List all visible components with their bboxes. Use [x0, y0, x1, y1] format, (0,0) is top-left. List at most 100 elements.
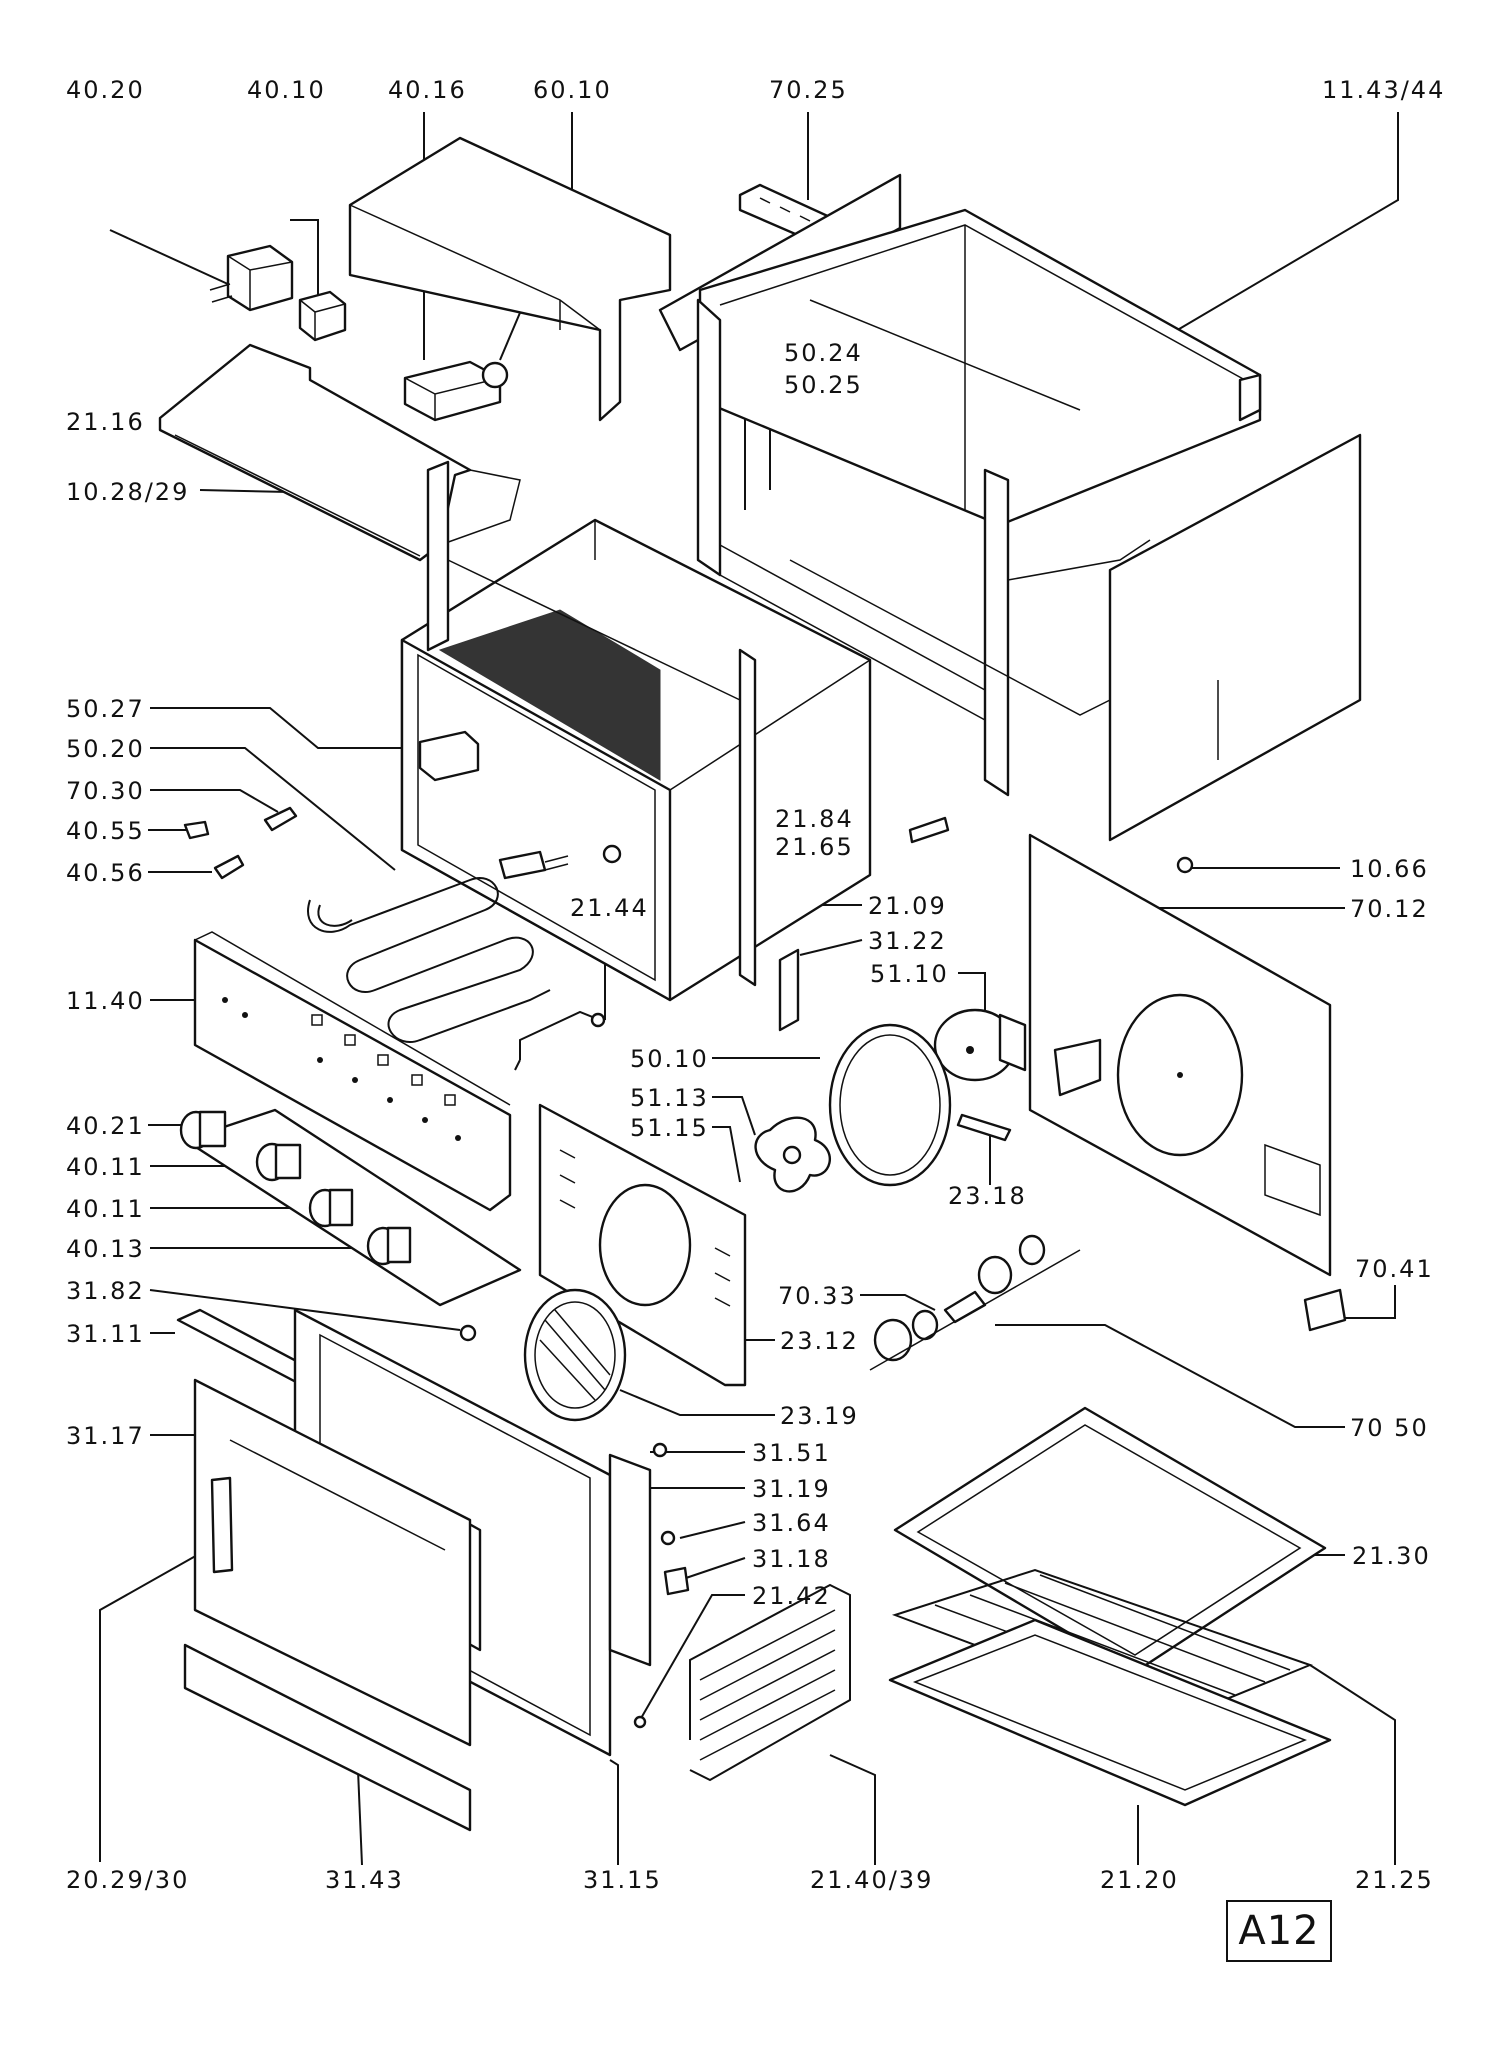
leader-31-82	[149, 1289, 461, 1331]
control-cover	[348, 136, 672, 422]
leader-31-15	[609, 1759, 619, 1865]
small-connectors	[183, 806, 298, 880]
leader-31-64	[679, 1521, 746, 1539]
leader-51-13	[712, 1096, 756, 1136]
leader-51-10	[958, 972, 986, 1015]
label-31-64: 31.64	[752, 1509, 831, 1537]
leader-21-25	[1309, 1664, 1396, 1865]
label-21-84: 21.84	[775, 805, 854, 833]
label-70-50: 70 50	[1350, 1414, 1429, 1442]
leader-21-40	[829, 1754, 876, 1865]
label-40-11-a: 40.11	[66, 1153, 145, 1181]
leader-70-30	[150, 789, 279, 813]
label-20-29-30: 20.29/30	[66, 1866, 190, 1894]
label-31-43: 31.43	[325, 1866, 404, 1894]
hinge-bracket-31-22	[778, 948, 800, 1032]
leader-lines	[99, 112, 1399, 1866]
rear-panel-70-12	[1028, 833, 1332, 1277]
label-21-42: 21.42	[752, 1582, 831, 1610]
parts	[158, 136, 1362, 1832]
side-panel-right	[1108, 433, 1362, 842]
label-31-18: 31.18	[752, 1545, 831, 1573]
label-21-30: 21.30	[1352, 1542, 1431, 1570]
label-40-11-b: 40.11	[66, 1195, 145, 1223]
control-plate-21-16	[158, 343, 521, 562]
label-40-20: 40.20	[66, 76, 145, 104]
label-50-27: 50.27	[66, 695, 145, 723]
label-23-12: 23.12	[780, 1327, 859, 1355]
label-51-13: 51.13	[630, 1084, 709, 1112]
knobs-40-11	[179, 1108, 522, 1307]
part-31-82	[459, 1324, 477, 1342]
screw-21-65	[602, 844, 622, 864]
leader-20-29	[99, 1544, 216, 1862]
label-40-16: 40.16	[388, 76, 467, 104]
label-70-25: 70.25	[769, 76, 848, 104]
label-21-44: 21.44	[570, 894, 649, 922]
leader-31-43	[357, 1769, 363, 1866]
door-assembly	[176, 1308, 690, 1832]
label-21-09: 21.09	[868, 892, 947, 920]
leader-70-50	[995, 1324, 1345, 1428]
label-31-82: 31.82	[66, 1277, 145, 1305]
label-50-24: 50.24	[784, 339, 863, 367]
label-31-51: 31.51	[752, 1439, 831, 1467]
label-21-20: 21.20	[1100, 1866, 1179, 1894]
label-21-40-39: 21.40/39	[810, 1866, 934, 1894]
label-21-65: 21.65	[775, 833, 854, 861]
label-70-41: 70.41	[1355, 1255, 1434, 1283]
leader-50-20	[150, 747, 396, 871]
label-70-12: 70.12	[1350, 895, 1429, 923]
label-11-40: 11.40	[66, 987, 145, 1015]
label-70-30: 70.30	[66, 777, 145, 805]
switch-40-10	[298, 290, 347, 342]
lamp-holder-50-27	[418, 730, 480, 782]
label-23-18: 23.18	[948, 1182, 1027, 1210]
lamp-assembly-70-50	[869, 1234, 1081, 1371]
label-60-10: 60.10	[533, 76, 612, 104]
leader-21-42	[639, 1594, 745, 1721]
leader-31-22	[799, 939, 863, 956]
clips-23-18	[908, 816, 1012, 1142]
control-panel-11-40	[193, 931, 512, 1212]
fan-motor-51-10	[933, 1008, 1027, 1082]
thermostat-40-20	[209, 244, 294, 312]
label-23-19: 23.19	[780, 1402, 859, 1430]
cabinet-frame-11-43	[696, 298, 1262, 797]
label-50-20: 50.20	[66, 735, 145, 763]
frame-rail-10-28	[426, 460, 757, 987]
sheet-id-badge: A12	[1226, 1900, 1332, 1962]
label-31-17: 31.17	[66, 1422, 145, 1450]
label-31-15: 31.15	[583, 1866, 662, 1894]
label-21-25: 21.25	[1355, 1866, 1434, 1894]
bracket-21-44	[514, 1010, 606, 1071]
baking-pan-21-20	[888, 1618, 1332, 1807]
leader-31-18	[679, 1557, 746, 1581]
label-10-28-29: 10.28/29	[66, 478, 190, 506]
leader-23-19	[619, 1389, 775, 1416]
label-51-15: 51.15	[630, 1114, 709, 1142]
leader-50-27	[150, 707, 440, 749]
leader-40-10	[290, 219, 319, 300]
shelf-supports-21-40	[633, 1583, 851, 1782]
label-31-22: 31.22	[868, 927, 947, 955]
label-31-11: 31.11	[66, 1320, 145, 1348]
nut-10-66	[1176, 856, 1194, 874]
label-10-66: 10.66	[1350, 855, 1429, 883]
fan-cover-23-12	[538, 1103, 747, 1387]
heating-element-50-20	[307, 850, 569, 1043]
grille-23-19	[523, 1288, 627, 1422]
label-40-55: 40.55	[66, 817, 145, 845]
fan-ring-50-10	[828, 1023, 952, 1187]
tray-21-30	[893, 1406, 1327, 1674]
label-40-56: 40.56	[66, 859, 145, 887]
label-11-43-44: 11.43/44	[1322, 76, 1446, 104]
fan-blade-51-13	[754, 1116, 831, 1193]
label-40-13: 40.13	[66, 1235, 145, 1263]
label-31-19: 31.19	[752, 1475, 831, 1503]
label-50-25: 50.25	[784, 371, 863, 399]
label-40-10: 40.10	[247, 76, 326, 104]
label-21-16: 21.16	[66, 408, 145, 436]
